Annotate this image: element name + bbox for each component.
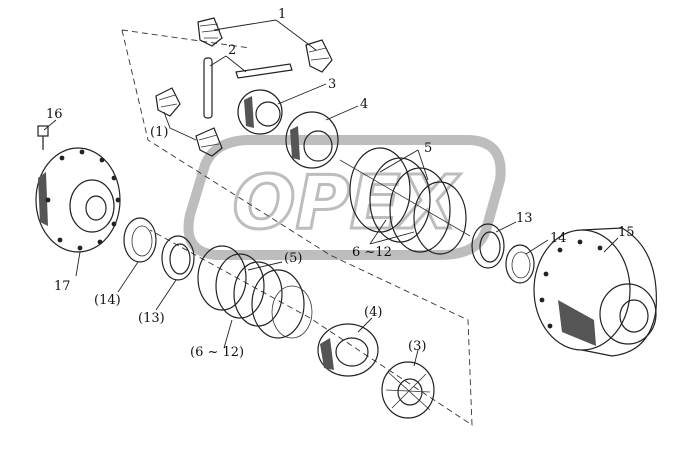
callout-16: 16 xyxy=(46,107,63,122)
pinion-gear-bottom xyxy=(195,127,223,157)
callout-5: 5 xyxy=(424,141,432,156)
callout-1: 1 xyxy=(278,7,286,22)
callout-2: 2 xyxy=(228,43,236,58)
flange-case xyxy=(35,147,121,253)
thrust-ring xyxy=(285,111,339,169)
callout-3: 3 xyxy=(328,77,336,92)
thrust-washer-left xyxy=(161,235,195,281)
leader-lines xyxy=(43,19,619,367)
callout-p6-12: (6 ~ 12) xyxy=(190,345,244,360)
callout-6-12: 6 ~12 xyxy=(352,245,392,260)
assembly-outline xyxy=(121,29,473,426)
bolt xyxy=(37,125,49,150)
callout-4: 4 xyxy=(360,97,368,112)
watermark-text: OPEX xyxy=(233,160,462,246)
thrust-ring-lower xyxy=(317,323,379,377)
callout-17: 17 xyxy=(54,279,71,294)
callout-13: 13 xyxy=(516,211,533,226)
shim-left xyxy=(123,217,157,263)
friction-disc-stack xyxy=(339,147,471,255)
callout-p13: (13) xyxy=(138,311,165,326)
watermark: OPEX xyxy=(183,135,506,260)
side-gear xyxy=(237,89,283,135)
friction-disc-stack-lower xyxy=(197,245,313,339)
callout-labels: 1 2 3 (1) 4 5 16 6 ~12 13 14 15 (5) 17 (… xyxy=(46,7,635,360)
pinion-gear-left xyxy=(155,87,181,117)
thrust-washer-right xyxy=(471,223,505,269)
pinion-gear-right xyxy=(305,39,333,73)
callout-14: 14 xyxy=(550,231,567,246)
shim-right xyxy=(505,244,535,284)
cross-shaft xyxy=(203,57,293,119)
callout-p1: (1) xyxy=(150,125,168,140)
flange-housing xyxy=(533,227,657,357)
callout-p5: (5) xyxy=(284,251,302,266)
callout-p4: (4) xyxy=(364,305,382,320)
side-gear-lower xyxy=(381,361,435,419)
callout-15: 15 xyxy=(618,225,635,240)
pinion-gear-top xyxy=(197,17,223,47)
callout-p3: (3) xyxy=(408,339,426,354)
callout-p14: (14) xyxy=(94,293,121,308)
